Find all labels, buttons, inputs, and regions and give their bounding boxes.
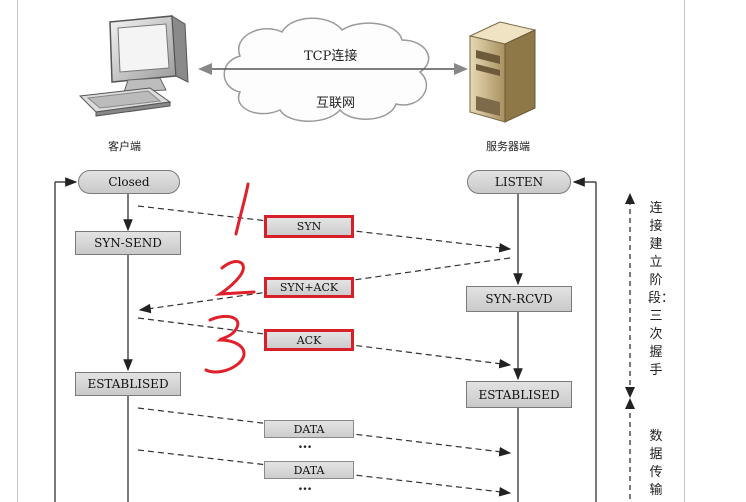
message-syn-ack: SYN+ACK	[264, 277, 354, 298]
handwritten-2-mark	[214, 260, 256, 296]
phase-connect-label: 连接建立阶段：三次握手	[648, 201, 675, 378]
server-icon	[468, 21, 537, 123]
handwritten-1-mark	[234, 182, 250, 236]
page-border-right	[684, 0, 685, 502]
cloud-tcp-label: TCP连接	[304, 49, 358, 64]
client-computer-icon	[78, 15, 189, 117]
client-state-syn-send: SYN-SEND	[75, 231, 181, 255]
message-syn: SYN	[264, 215, 354, 238]
message-data-2: DATA	[264, 461, 354, 479]
client-state-closed: Closed	[78, 170, 180, 194]
server-state-established: ESTABLISED	[466, 381, 572, 408]
client-state-established: ESTABLISED	[75, 372, 181, 396]
message-data-1: DATA	[264, 420, 354, 438]
handwritten-3-mark	[204, 315, 246, 374]
client-label: 客户端	[108, 140, 141, 153]
internet-cloud	[198, 17, 468, 122]
phase-transfer-label: 数据传输	[649, 429, 663, 498]
message-ack: ACK	[264, 329, 354, 351]
server-label: 服务器端	[486, 140, 530, 153]
cloud-internet-label: 互联网	[316, 96, 356, 111]
server-state-listen: LISTEN	[467, 170, 571, 194]
ellipsis-2: …	[298, 478, 312, 494]
ellipsis-1: …	[298, 436, 312, 452]
server-state-syn-rcvd: SYN-RCVD	[466, 286, 572, 312]
page-border-left	[17, 0, 18, 502]
